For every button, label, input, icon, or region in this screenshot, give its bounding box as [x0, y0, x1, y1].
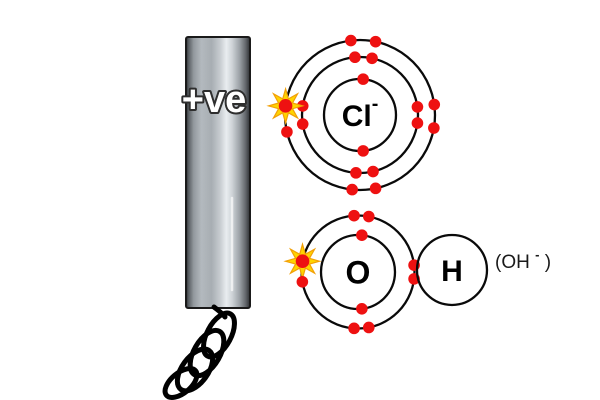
- electron: [348, 322, 360, 335]
- hydroxide-note-close: ): [545, 252, 551, 273]
- oxygen-atom-symbol-label: O: [346, 255, 371, 291]
- positive-electrode: +ve: [180, 36, 251, 309]
- hydroxide-note-open: (OH: [495, 252, 530, 273]
- electron: [296, 276, 309, 288]
- transferring-electron: [278, 99, 293, 113]
- chloride-ion-charge: -: [372, 93, 379, 115]
- oxygen-atom-symbol: O: [346, 255, 371, 291]
- electron: [411, 101, 424, 113]
- electron: [411, 117, 424, 129]
- hydrogen-atom-shell-1: [415, 233, 489, 307]
- transferring-electron: [295, 254, 310, 269]
- hydroxide-note-charge: -: [535, 247, 539, 262]
- wire-loop-4: [162, 366, 200, 400]
- electron: [362, 321, 375, 334]
- electron: [346, 183, 358, 196]
- chloride-ion-symbol: Cl: [342, 100, 372, 133]
- chloride-ion-symbol-label: Cl-: [342, 93, 379, 133]
- electron: [367, 165, 379, 178]
- electron: [428, 122, 440, 134]
- electron: [362, 210, 375, 223]
- electron: [296, 118, 309, 130]
- electron: [357, 73, 369, 85]
- wire-loop-1: [201, 310, 237, 360]
- wire-loop-3: [174, 346, 216, 394]
- electrode-label: +ve: [182, 79, 246, 121]
- electron: [356, 229, 368, 242]
- hydrogen-atom: H: [415, 233, 489, 307]
- electron: [366, 52, 378, 65]
- oxygen-atom: O: [283, 209, 420, 335]
- hydroxide-note: (OH - ): [495, 243, 551, 273]
- wire-coil: [162, 304, 237, 400]
- electron: [350, 167, 362, 179]
- electron: [428, 98, 441, 111]
- electron: [369, 35, 382, 48]
- electron: [369, 182, 382, 195]
- electron: [281, 126, 293, 138]
- electron: [356, 302, 368, 315]
- electron: [348, 209, 360, 222]
- ions-layer: Cl- O H: [266, 34, 489, 335]
- electron: [349, 51, 361, 64]
- chloride-ion: Cl-: [266, 34, 441, 196]
- electron: [357, 145, 369, 157]
- hydrogen-atom-symbol: H: [441, 255, 463, 288]
- hydrogen-atom-symbol-label: H: [441, 255, 463, 288]
- electron: [345, 34, 357, 47]
- electrode-body: [185, 36, 251, 309]
